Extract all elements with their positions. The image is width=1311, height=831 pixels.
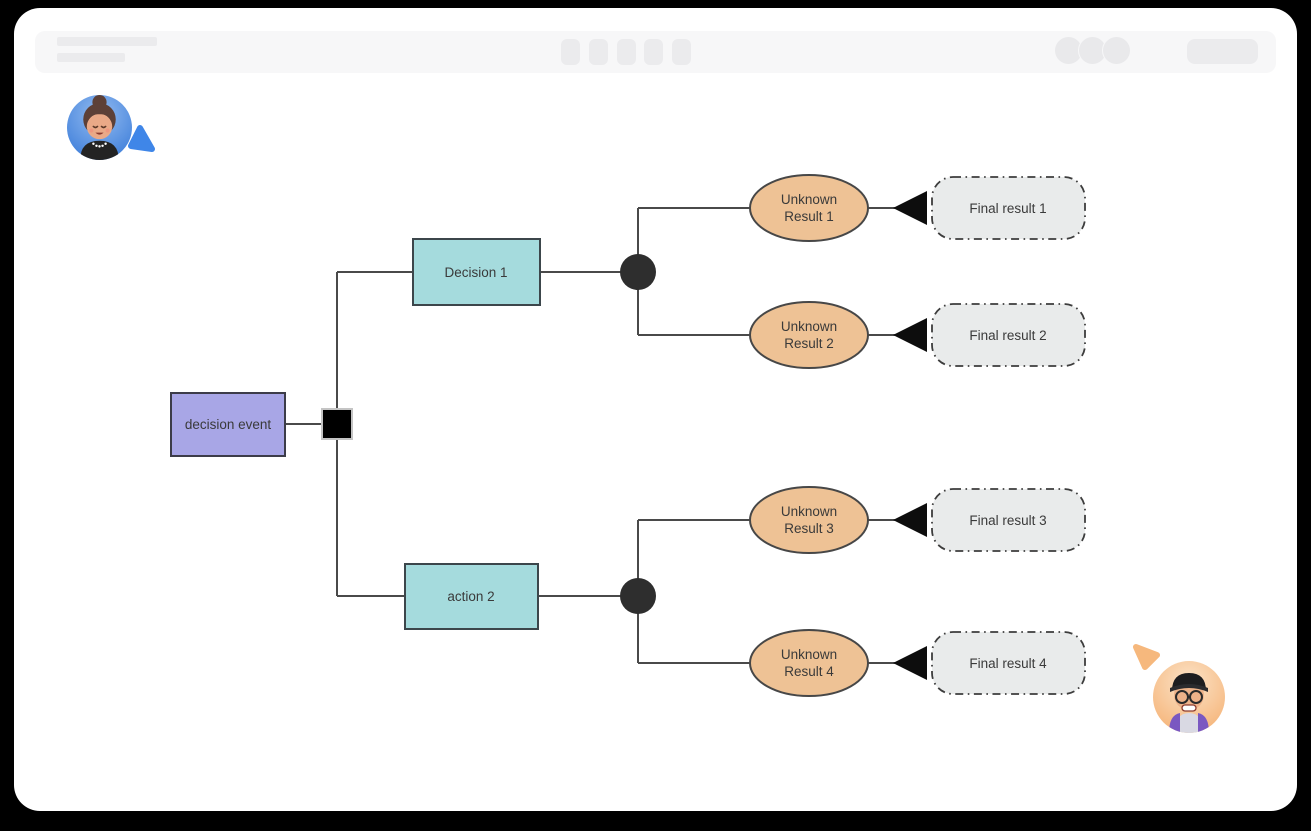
unknown-result-label-line2: Result 3 xyxy=(784,521,834,536)
final-result-node-2[interactable]: Final result 2 xyxy=(931,303,1086,367)
branch-node-label: action 2 xyxy=(447,589,494,604)
unknown-result-label-line1: Unknown xyxy=(781,504,837,519)
toolbar-action-placeholder[interactable] xyxy=(1187,39,1258,64)
toolbar-tool-placeholder[interactable] xyxy=(644,39,663,65)
branch-node-action-2[interactable]: action 2 xyxy=(404,563,539,630)
final-result-label: Final result 3 xyxy=(969,513,1046,528)
final-result-label: Final result 1 xyxy=(969,201,1046,216)
unknown-result-label-line2: Result 2 xyxy=(784,336,834,351)
unknown-result-label-line2: Result 1 xyxy=(784,209,834,224)
collaborator-cursor-blue-icon xyxy=(128,125,155,152)
unknown-result-node-4[interactable]: Unknown Result 4 xyxy=(749,629,869,697)
unknown-result-label-line2: Result 4 xyxy=(784,664,834,679)
result-arrow-icon xyxy=(893,318,927,352)
final-result-node-4[interactable]: Final result 4 xyxy=(931,631,1086,695)
unknown-result-label-line1: Unknown xyxy=(781,647,837,662)
unknown-result-node-1[interactable]: Unknown Result 1 xyxy=(749,174,869,242)
toolbar-avatar-placeholder xyxy=(1102,36,1131,65)
branch-node-label: Decision 1 xyxy=(444,265,507,280)
app-window: decision event Decision 1 action 2 Unkno… xyxy=(14,8,1297,811)
root-node[interactable]: decision event xyxy=(170,392,286,457)
chance-node[interactable] xyxy=(620,578,656,614)
toolbar-tool-placeholder[interactable] xyxy=(561,39,580,65)
junction-node[interactable] xyxy=(321,408,353,440)
root-node-label: decision event xyxy=(185,417,272,432)
connectors xyxy=(285,207,895,664)
toolbar xyxy=(35,31,1276,73)
collaborator-avatar-orange xyxy=(1153,661,1225,733)
avatar-man-icon xyxy=(1169,673,1209,733)
unknown-result-label-line1: Unknown xyxy=(781,192,837,207)
result-arrow-icon xyxy=(893,503,927,537)
final-result-label: Final result 2 xyxy=(969,328,1046,343)
toolbar-tool-placeholder[interactable] xyxy=(617,39,636,65)
unknown-result-node-3[interactable]: Unknown Result 3 xyxy=(749,486,869,554)
unknown-result-label-line1: Unknown xyxy=(781,319,837,334)
toolbar-subtitle-placeholder xyxy=(57,53,125,62)
toolbar-tool-placeholder[interactable] xyxy=(672,39,691,65)
result-arrow-icon xyxy=(893,191,927,225)
final-result-node-1[interactable]: Final result 1 xyxy=(931,176,1086,240)
collaborator-avatar-blue xyxy=(67,95,132,160)
diagram-canvas: decision event Decision 1 action 2 Unkno… xyxy=(170,174,1086,697)
avatar-woman-icon xyxy=(80,95,119,160)
branch-node-decision-1[interactable]: Decision 1 xyxy=(412,238,541,306)
final-result-node-3[interactable]: Final result 3 xyxy=(931,488,1086,552)
toolbar-tool-placeholder[interactable] xyxy=(589,39,608,65)
toolbar-title-placeholder xyxy=(57,37,157,46)
collaborator-cursor-orange-icon xyxy=(1133,644,1160,670)
final-result-label: Final result 4 xyxy=(969,656,1047,671)
chance-node[interactable] xyxy=(620,254,656,290)
unknown-result-node-2[interactable]: Unknown Result 2 xyxy=(749,301,869,369)
result-arrow-icon xyxy=(893,646,927,680)
